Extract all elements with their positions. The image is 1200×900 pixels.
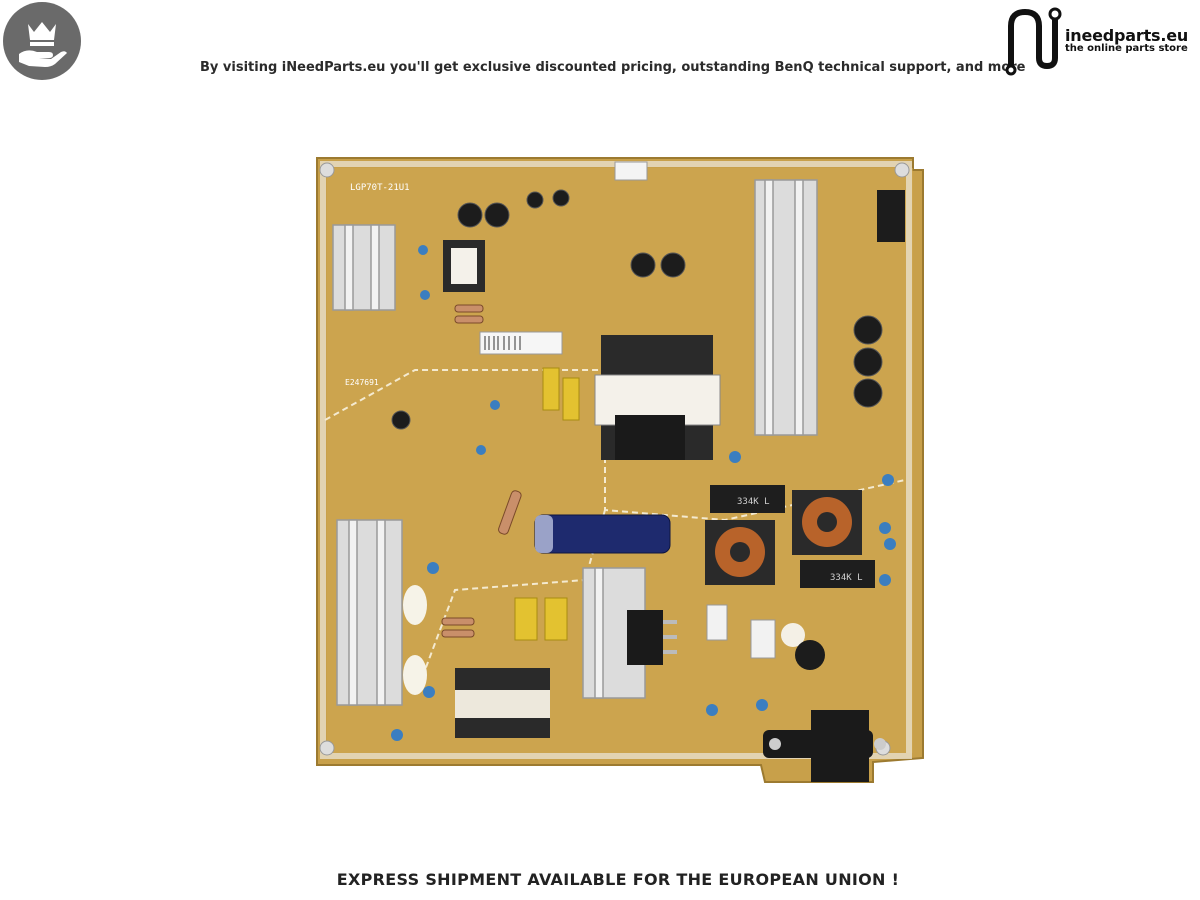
crown-hand-icon bbox=[19, 22, 67, 67]
plug-logo-icon bbox=[1005, 7, 1062, 76]
shipping-note: EXPRESS SHIPMENT AVAILABLE FOR THE EUROP… bbox=[336, 870, 900, 889]
board-model-code: LGP70T-21U1 bbox=[350, 183, 410, 193]
product-photo: LGP70T-21U1 E247691 334K L 334K L bbox=[305, 150, 930, 790]
inductor-code-2: 334K L bbox=[830, 573, 863, 583]
logo-subtitle: the online parts store bbox=[1065, 43, 1188, 54]
board-approval-code: E247691 bbox=[345, 378, 379, 387]
site-logo[interactable]: ineedparts.eu the online parts store bbox=[1003, 2, 1198, 76]
inductor-code: 334K L bbox=[737, 497, 770, 507]
promo-tagline: By visiting iNeedParts.eu you'll get exc… bbox=[200, 60, 1026, 75]
power-board-illustration: LGP70T-21U1 E247691 334K L 334K L bbox=[316, 157, 924, 783]
crown-badge bbox=[3, 2, 81, 80]
logo-name: ineedparts.eu bbox=[1065, 26, 1189, 45]
